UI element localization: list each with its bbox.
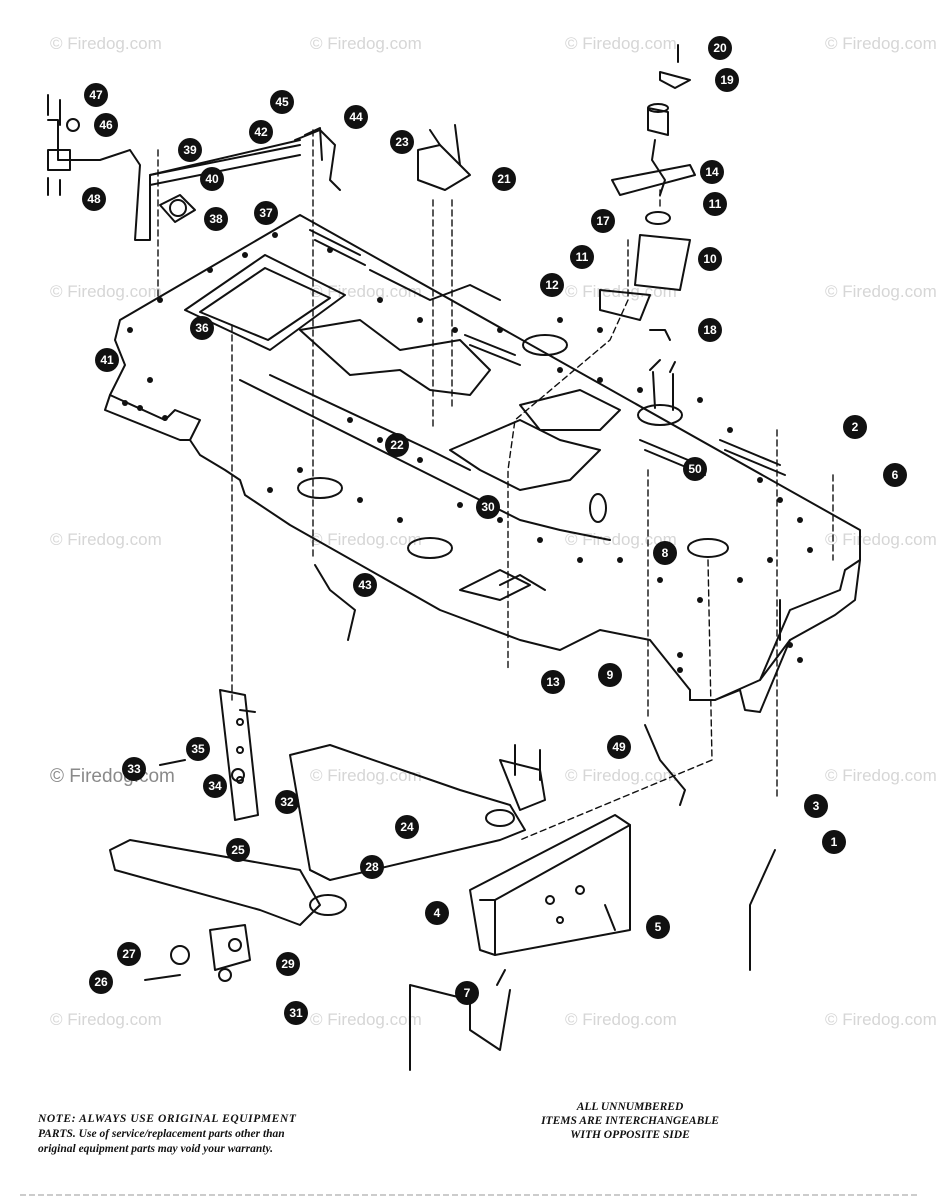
note-line: ITEMS ARE INTERCHANGEABLE xyxy=(541,1115,719,1127)
callout-44: 44 xyxy=(344,105,368,129)
callout-20: 20 xyxy=(708,36,732,60)
watermark: © Firedog.com xyxy=(825,1010,937,1029)
callout-1: 1 xyxy=(822,830,846,854)
callout-28: 28 xyxy=(360,855,384,879)
callout-7: 7 xyxy=(455,981,479,1005)
watermark: © Firedog.com xyxy=(825,282,937,301)
callout-49: 49 xyxy=(607,735,631,759)
callout-46: 46 xyxy=(94,113,118,137)
callout-38: 38 xyxy=(204,207,228,231)
callout-36: 36 xyxy=(190,316,214,340)
callout-40: 40 xyxy=(200,167,224,191)
watermark: © Firedog.com xyxy=(565,1010,677,1029)
note-line: WITH OPPOSITE SIDE xyxy=(570,1129,690,1141)
callout-14: 14 xyxy=(700,160,724,184)
callout-33: 33 xyxy=(122,757,146,781)
watermark: © Firedog.com xyxy=(50,34,162,53)
watermark: © Firedog.com xyxy=(310,1010,422,1029)
note-line: ALL UNNUMBERED xyxy=(576,1101,684,1113)
callout-8: 8 xyxy=(653,541,677,565)
watermark: © Firedog.com xyxy=(310,34,422,53)
center-cutout xyxy=(299,319,491,396)
callout-39: 39 xyxy=(178,138,202,162)
callout-18: 18 xyxy=(698,318,722,342)
watermark: © Firedog.com xyxy=(310,530,422,549)
callout-35: 35 xyxy=(186,737,210,761)
callout-34: 34 xyxy=(203,774,227,798)
callout-11: 11 xyxy=(570,245,594,269)
callout-26: 26 xyxy=(89,970,113,994)
callout-19: 19 xyxy=(715,68,739,92)
callout-48: 48 xyxy=(82,187,106,211)
callout-23: 23 xyxy=(390,130,414,154)
callout-3: 3 xyxy=(804,794,828,818)
callout-41: 41 xyxy=(95,348,119,372)
interchangeable-note: ALL UNNUMBERED ITEMS ARE INTERCHANGEABLE… xyxy=(500,1100,760,1142)
warranty-note: NOTE: ALWAYS USE ORIGINAL EQUIPMENT PART… xyxy=(38,1112,458,1157)
watermark: © Firedog.com xyxy=(50,282,162,301)
watermark: © Firedog.com xyxy=(825,766,937,785)
callout-30: 30 xyxy=(476,495,500,519)
callout-11: 11 xyxy=(703,192,727,216)
callout-12: 12 xyxy=(540,273,564,297)
callout-17: 17 xyxy=(591,209,615,233)
callout-29: 29 xyxy=(276,952,300,976)
callout-5: 5 xyxy=(646,915,670,939)
lift-arm xyxy=(109,839,321,926)
watermark: © Firedog.com xyxy=(825,530,937,549)
watermark: © Firedog.com xyxy=(565,34,677,53)
callout-45: 45 xyxy=(270,90,294,114)
bottom-divider xyxy=(20,1194,920,1196)
note-line: PARTS. Use of service/replacement parts … xyxy=(38,1128,285,1140)
callout-37: 37 xyxy=(254,201,278,225)
callout-47: 47 xyxy=(84,83,108,107)
watermark: © Firedog.com xyxy=(310,766,422,785)
note-line: NOTE: ALWAYS USE ORIGINAL EQUIPMENT xyxy=(38,1113,297,1125)
callout-2: 2 xyxy=(843,415,867,439)
watermark: © Firedog.com xyxy=(565,766,677,785)
callout-31: 31 xyxy=(284,1001,308,1025)
watermark: © Firedog.com xyxy=(50,1010,162,1029)
watermark: © Firedog.com xyxy=(825,34,937,53)
callout-43: 43 xyxy=(353,573,377,597)
callout-10: 10 xyxy=(698,247,722,271)
callout-21: 21 xyxy=(492,167,516,191)
callout-4: 4 xyxy=(425,901,449,925)
hinge-bracket xyxy=(219,689,259,821)
callout-22: 22 xyxy=(385,433,409,457)
callout-25: 25 xyxy=(226,838,250,862)
callout-50: 50 xyxy=(683,457,707,481)
watermark: © Firedog.com xyxy=(310,282,422,301)
seat-opening xyxy=(184,254,346,351)
callout-42: 42 xyxy=(249,120,273,144)
watermark: © Firedog.com xyxy=(50,530,162,549)
exploded-view-drawing xyxy=(47,44,861,1071)
callout-6: 6 xyxy=(883,463,907,487)
front-support xyxy=(469,814,631,956)
callout-32: 32 xyxy=(275,790,299,814)
main-frame xyxy=(109,214,861,701)
note-line: original equipment parts may void your w… xyxy=(38,1143,274,1155)
callout-27: 27 xyxy=(117,942,141,966)
callout-9: 9 xyxy=(598,663,622,687)
watermark: © Firedog.com xyxy=(565,530,677,549)
callout-24: 24 xyxy=(395,815,419,839)
callout-13: 13 xyxy=(541,670,565,694)
